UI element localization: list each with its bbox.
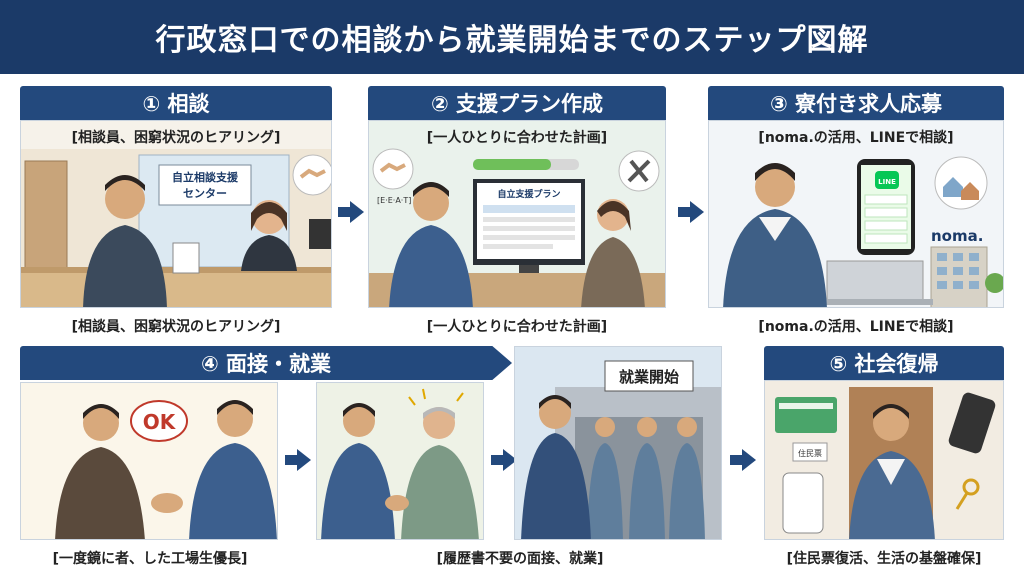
step-4-start-illustration: 就業開始 <box>521 360 721 539</box>
step-5-header: ⑤ 社会復帰 <box>764 346 1004 380</box>
flow-arrow-2-3 <box>678 201 704 223</box>
step-1-sign-line1: 自立相談支援 <box>172 170 239 184</box>
step-2-panel-caption: [一人ひとりに合わせた計画] <box>426 130 608 146</box>
plan-progress-bar <box>473 159 551 170</box>
step-2-header: ② 支援プラン作成 <box>368 86 666 120</box>
step-1-sign-line2: センター <box>183 187 227 200</box>
step-4-header: ④ 面接・就業 <box>20 346 512 380</box>
step-3-header: ③ 寮付き求人応募 <box>708 86 1004 120</box>
noma-brand: noma. <box>931 227 983 245</box>
eeat-label: [E·E·A·T] <box>377 196 411 205</box>
start-work-sign: 就業開始 <box>619 368 679 386</box>
house-icon <box>961 182 979 200</box>
step-5-illustration: 住民票 <box>775 387 996 539</box>
step-4-panel-ok: OK <box>20 382 278 540</box>
step-4-caption-right: [履歴書不要の面接、就業] <box>436 551 604 567</box>
handshake-icon <box>151 493 183 513</box>
step-4-interview-illustration <box>321 388 479 539</box>
page-title: 行政窓口での相談から就業開始までのステップ図解 <box>0 0 1024 74</box>
resident-card-label: 住民票 <box>798 448 822 458</box>
step-1-header: ① 相談 <box>20 86 332 120</box>
ok-bubble-label: OK <box>143 410 177 434</box>
key-icon <box>962 478 980 496</box>
step-4-ok-illustration: OK <box>55 400 277 539</box>
step-5-caption: [住民票復活、生活の基盤確保] <box>786 551 982 567</box>
step-2-caption: [一人ひとりに合わせた計画] <box>426 319 608 335</box>
step-5-panel: 住民票 <box>764 380 1004 540</box>
step-1-caption: [相談員、困窮状況のヒアリング] <box>71 319 281 335</box>
handshake-icon <box>379 162 406 173</box>
step-1-panel: [相談員、困窮状況のヒアリング] 自立相談支援 センター <box>20 120 332 308</box>
step-3-panel-caption: [noma.の活用、LINEで相談] <box>758 130 954 146</box>
flow-arrow-4b-4c <box>491 449 517 471</box>
step-3-panel: [noma.の活用、LINEで相談] LINE noma. <box>708 120 1004 308</box>
flow-arrow-1-2 <box>338 201 364 223</box>
step-2-panel: [一人ひとりに合わせた計画] [E·E·A·T] 自立支援プラン <box>368 120 666 308</box>
step-1-illustration: 自立相談支援 センター <box>21 149 331 307</box>
step-4-panel-interview <box>316 382 484 540</box>
house-icon <box>943 177 963 197</box>
smartphone-icon <box>782 472 824 534</box>
step-2-illustration: [E·E·A·T] 自立支援プラン <box>369 148 665 307</box>
step-3-caption: [noma.の活用、LINEで相談] <box>758 319 954 335</box>
handshake-icon <box>385 495 409 511</box>
handshake-icon <box>299 168 326 179</box>
resident-card-icon <box>775 397 837 433</box>
step-4-caption-left: [一度鏡に者、した工場生優長] <box>52 551 248 567</box>
phone-icon <box>948 392 996 454</box>
step-1-panel-caption: [相談員、困窮状況のヒアリング] <box>71 130 281 146</box>
plan-document-title: 自立支援プラン <box>497 188 560 200</box>
line-label: LINE <box>878 178 896 186</box>
step-4-panel-start: 就業開始 <box>514 346 722 540</box>
flow-arrow-4a-4b <box>285 449 311 471</box>
line-app-icon <box>875 171 899 189</box>
flow-arrow-4-5 <box>730 449 756 471</box>
step-3-illustration: LINE noma. <box>723 156 1003 307</box>
tools-icon <box>627 159 651 183</box>
